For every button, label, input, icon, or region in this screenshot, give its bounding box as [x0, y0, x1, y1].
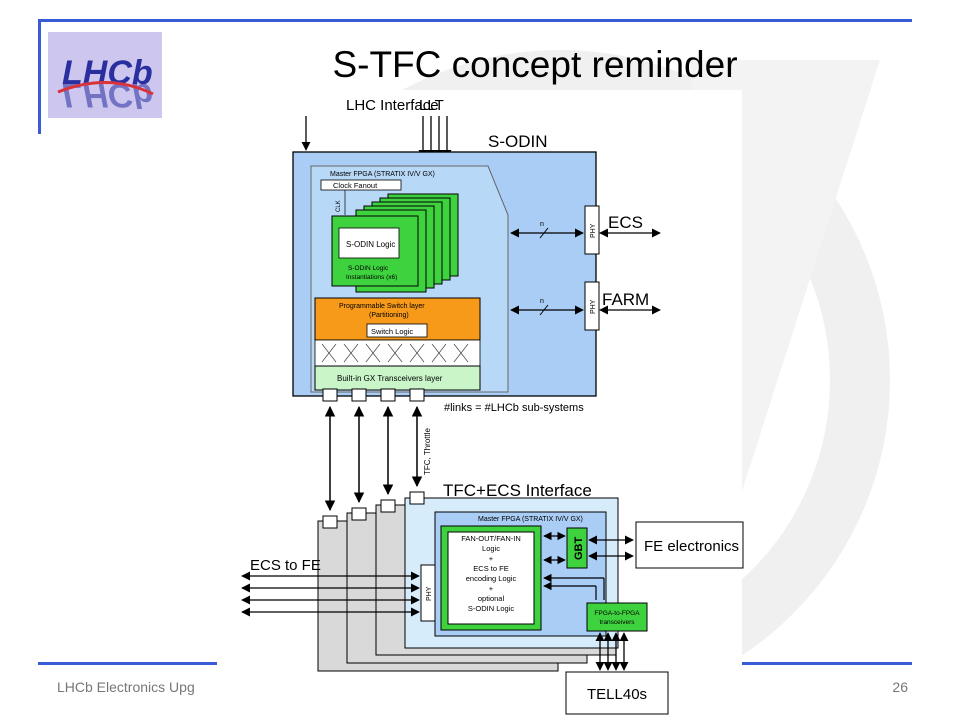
switch-layer-label-2: (Partitioning) — [369, 312, 409, 319]
tell40-box — [565, 671, 669, 715]
frame-bottom-left-line — [38, 662, 228, 665]
switch-layer-label-1: Programmable Switch layer — [339, 303, 425, 310]
master-fpga-label: Master FPGA (STRATIX IV/V GX) — [330, 171, 435, 178]
fe-electronics-label: FE electronics — [644, 538, 739, 555]
s-odin-instances-label-2: Instantiations (x6) — [346, 274, 397, 281]
fanout-line-3: ECS to FE — [473, 564, 508, 573]
ecs-label: ECS — [608, 213, 643, 232]
fanout-line-4: encoding Logic — [466, 574, 517, 583]
switch-logic-label: Switch Logic — [371, 327, 413, 336]
slide-title: S-TFC concept reminder — [332, 44, 738, 85]
phy-ecs-label: PHY — [590, 223, 597, 238]
frame-left-line — [38, 19, 41, 134]
frame-bottom-right-line — [742, 662, 912, 665]
gbt-box — [566, 527, 588, 569]
s-odin-logic-label: S-ODIN Logic — [346, 240, 395, 249]
fanout-line-5: + — [489, 584, 494, 593]
page-number: 26 — [892, 679, 908, 695]
tfc-throttle-label: TFC, Throttle — [423, 427, 432, 475]
fpga-to-fpga-label-2: transceivers — [599, 619, 635, 626]
fpga-to-fpga-box — [586, 602, 648, 632]
phy-farm-label: PHY — [590, 299, 597, 314]
gbt-label: GBT — [573, 537, 585, 561]
transceivers-box — [314, 365, 481, 391]
frame-top-line — [38, 19, 912, 22]
links-note: #links = #LHCb sub-systems — [444, 402, 584, 414]
tfc-ecs-interface-label: TFC+ECS Interface — [443, 481, 592, 500]
master-fpga-2-label: Master FPGA (STRATIX IV/V GX) — [478, 516, 583, 523]
fanout-line-0: FAN-OUT/FAN-IN — [461, 534, 521, 543]
clk-label: CLK — [336, 200, 342, 212]
fanout-line-2: + — [489, 554, 494, 563]
fanout-line-7: S-ODIN Logic — [468, 604, 515, 613]
clock-fanout-label: Clock Fanout — [333, 181, 378, 190]
ecs-to-fe-label: ECS to FE — [250, 557, 321, 574]
llt-label: LLT — [419, 97, 444, 114]
transceivers-label: Built-in GX Transceivers layer — [337, 374, 443, 383]
s-odin-label: S-ODIN — [488, 132, 548, 151]
fe-electronics-box — [635, 521, 744, 569]
farm-label: FARM — [602, 290, 649, 309]
fanout-line-6: optional — [478, 594, 505, 603]
s-odin-instances-label-1: S-ODIN Logic — [348, 265, 389, 272]
fpga-to-fpga-label-1: FPGA-to-FPGA — [594, 610, 640, 617]
lhcb-logo: LHCb LHCb — [48, 32, 162, 118]
phy-board-label: PHY — [426, 586, 433, 601]
fanout-logic-box — [447, 531, 535, 625]
fanout-line-1: Logic — [482, 544, 500, 553]
footer-left: LHCb Electronics Upg — [57, 679, 195, 695]
lhc-interface-label: LHC Interface — [346, 97, 439, 114]
tell40-label: TELL40s — [587, 686, 647, 703]
n-farm-label: n — [540, 298, 544, 305]
n-ecs-label: n — [540, 221, 544, 228]
